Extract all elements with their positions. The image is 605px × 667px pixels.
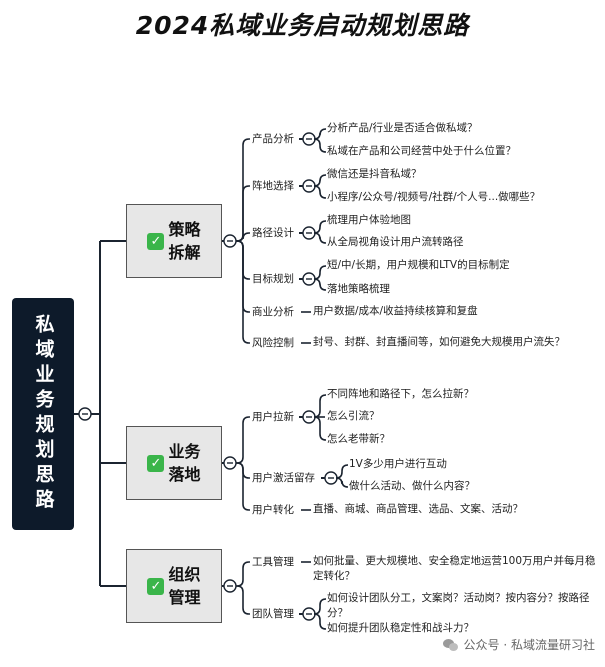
leaf-connector: [313, 394, 327, 418]
collapse-minus-icon[interactable]: [302, 226, 316, 240]
branch-label[interactable]: 用户转化: [252, 504, 294, 516]
branch-label[interactable]: 用户拉新: [252, 411, 294, 423]
leaf-item: 分析产品/行业是否适合做私域？: [327, 122, 478, 134]
collapse-minus-icon[interactable]: [302, 607, 316, 621]
category-label: 策略拆解: [168, 218, 200, 264]
branch-label[interactable]: 产品分析: [252, 133, 294, 145]
leaf-connector: [313, 174, 327, 187]
sub-connector: [236, 585, 250, 615]
category-label-line1: 策略: [168, 220, 201, 239]
leaf-connector: [313, 416, 327, 441]
sub-connector: [236, 416, 250, 464]
category-label-line1: 业务: [168, 442, 201, 461]
sub-connector: [236, 462, 250, 511]
category-node[interactable]: ✓策略拆解: [126, 204, 222, 278]
category-label-line2: 落地: [168, 465, 201, 484]
leaf-item: 直播、商城、商品管理、选品、文案、活动？: [313, 503, 523, 515]
leaf-item: 如何提升团队稳定性和战斗力？: [327, 622, 474, 634]
page-title: 2024私域业务启动规划思路: [135, 11, 470, 40]
branch-label[interactable]: 团队管理: [252, 608, 294, 620]
check-mark-icon: ✓: [147, 577, 165, 595]
branch-label[interactable]: 路径设计: [252, 227, 294, 239]
leaf-item: 怎么老带新？: [327, 433, 390, 445]
check-mark-icon: ✓: [147, 454, 165, 472]
collapse-minus-icon[interactable]: [223, 579, 237, 593]
leaf-item: 如何设计团队分工，文案岗？活动岗？按内容分？按路径分？: [327, 592, 590, 619]
leaf-item: 梳理用户体验地图: [327, 214, 411, 226]
leaf-connector: [313, 128, 327, 140]
leaf-connector: [313, 265, 327, 280]
branch-label[interactable]: 目标规划: [252, 273, 294, 285]
category-label-line2: 管理: [168, 588, 201, 607]
collapse-minus-icon[interactable]: [324, 471, 338, 485]
sub-connector: [236, 240, 250, 344]
watermark-text: 公众号 · 私域流量研习社: [463, 638, 595, 652]
leaf-item: 私域在产品和公司经营中处于什么位置？: [327, 145, 516, 157]
leaf-item: 用户数据/成本/收益持续核算和复盘: [313, 305, 478, 317]
leaf-item: 短/中/长期，用户规模和LTV的目标制定: [327, 259, 510, 271]
leaf-connector: [313, 138, 327, 153]
leaf-item: 小程序/公众号/视频号/社群/个人号...做哪些？: [327, 191, 541, 203]
leaf-item: 怎么引流？: [327, 410, 380, 422]
leaf-item: 微信还是抖音私域？: [327, 168, 422, 180]
leaf-connector: [313, 278, 327, 291]
category-label-line2: 拆解: [168, 243, 201, 262]
sub-connector: [236, 561, 250, 587]
branch-label[interactable]: 风险控制: [252, 337, 294, 349]
leaf-item: 落地策略梳理: [327, 283, 390, 295]
collapse-minus-icon[interactable]: [302, 272, 316, 286]
watermark: 公众号 · 私域流量研习社: [442, 636, 595, 653]
leaf-item: 封号、封群、封直播间等，如何避免大规模用户流失？: [313, 336, 565, 348]
wechat-icon: [442, 638, 459, 652]
collapse-minus-icon[interactable]: [223, 234, 237, 248]
branch-label[interactable]: 商业分析: [252, 306, 294, 318]
collapse-minus-icon[interactable]: [302, 132, 316, 146]
leaf-connector: [335, 464, 349, 479]
category-label: 组织管理: [168, 563, 200, 609]
leaf-item: 做什么活动、做什么内容？: [349, 480, 475, 492]
leaf-item: 1V多少用户进行互动: [349, 458, 447, 470]
leaf-connector: [313, 613, 327, 630]
leaf-connector: [313, 185, 327, 199]
collapse-minus-icon[interactable]: [302, 179, 316, 193]
branch-label[interactable]: 工具管理: [252, 556, 294, 568]
branch-label[interactable]: 用户激活留存: [252, 472, 315, 484]
leaf-item: 从全局视角设计用户流转路径: [327, 236, 464, 248]
leaf-item: 如何批量、更大规模地、安全稳定地运营100万用户并每月稳定转化？: [313, 555, 596, 582]
leaf-connector: [313, 598, 327, 615]
leaf-item: 不同阵地和路径下，怎么拉新？: [327, 388, 474, 400]
collapse-minus-icon[interactable]: [78, 407, 92, 421]
leaf-connector: [313, 232, 327, 244]
leaf-connector: [335, 477, 349, 488]
branch-label[interactable]: 阵地选择: [252, 180, 294, 192]
category-label: 业务落地: [168, 440, 200, 486]
leaf-connector: [313, 220, 327, 234]
category-node[interactable]: ✓组织管理: [126, 549, 222, 623]
category-node[interactable]: ✓业务落地: [126, 426, 222, 500]
collapse-minus-icon[interactable]: [223, 456, 237, 470]
root-label: 私域业务规划思路: [32, 314, 55, 514]
collapse-minus-icon[interactable]: [302, 410, 316, 424]
category-label-line1: 组织: [168, 565, 201, 584]
check-mark-icon: ✓: [147, 232, 165, 250]
root-node[interactable]: 私域业务规划思路: [12, 298, 74, 530]
